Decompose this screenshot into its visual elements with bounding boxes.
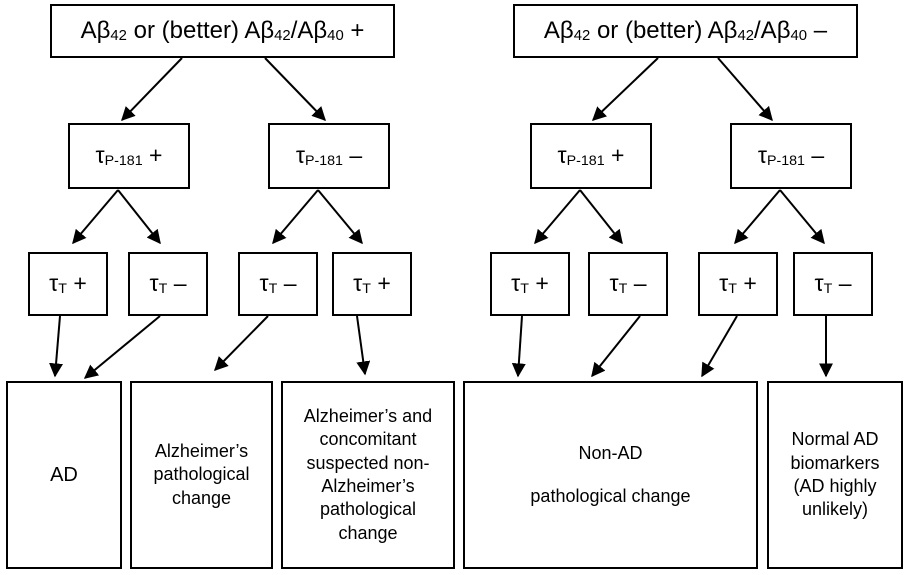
arrow [779, 189, 825, 245]
arrow [534, 189, 581, 245]
arrow [49, 315, 64, 378]
root-abeta-positive: Aβ42 or (better) Aβ42/Aβ40 + [50, 4, 395, 58]
ttau-positive-1: τT + [28, 252, 108, 316]
root-abeta-negative: Aβ42 or (better) Aβ42/Aβ40 – [513, 4, 858, 58]
ptau-positive-left: τP-181 + [68, 123, 190, 189]
arrow [591, 57, 659, 121]
arrow [72, 189, 119, 245]
outcome-normal-ad-biomarkers: Normal AD biomarkers (AD highly unlikely… [767, 381, 903, 569]
arrow [264, 57, 326, 122]
arrow [511, 315, 526, 378]
ttau-positive-2: τT + [332, 252, 412, 316]
ttau-positive-4: τT + [698, 252, 778, 316]
ttau-negative-1: τT – [128, 252, 208, 316]
arrow [356, 315, 371, 376]
outcome-alzheimers-pathological-change: Alzheimer’s pathological change [130, 381, 273, 569]
arrow [734, 189, 781, 245]
arrow [83, 315, 161, 379]
arrow [591, 315, 641, 378]
outcome-non-ad-pathological-change: Non-AD pathological change [463, 381, 758, 569]
ttau-positive-3: τT + [490, 252, 570, 316]
arrow [701, 315, 738, 378]
ttau-negative-4: τT – [793, 252, 873, 316]
arrow [317, 189, 363, 245]
ptau-negative-left: τP-181 – [268, 123, 390, 189]
arrow [117, 189, 161, 245]
arrow [579, 189, 623, 245]
ttau-negative-2: τT – [238, 252, 318, 316]
outcome-ad: AD [6, 381, 122, 569]
arrow [717, 57, 773, 122]
outcome-alzheimers-and-concomitant: Alzheimer’s and concomitant suspected no… [281, 381, 455, 569]
ptau-positive-right: τP-181 + [530, 123, 652, 189]
ptau-negative-right: τP-181 – [730, 123, 852, 189]
arrow [214, 315, 269, 371]
arrow [121, 57, 183, 122]
arrow [272, 189, 319, 245]
ttau-negative-3: τT – [588, 252, 668, 316]
